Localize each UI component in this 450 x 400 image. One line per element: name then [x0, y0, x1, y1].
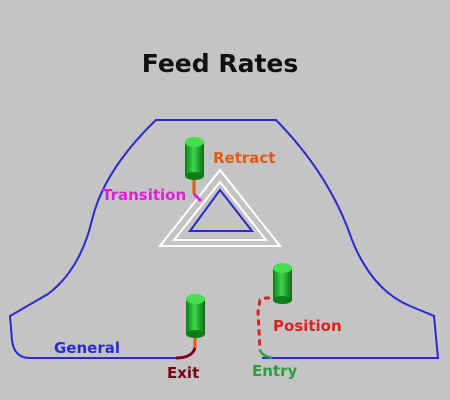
tool-right: [273, 263, 292, 304]
tool-bottom: [186, 294, 205, 338]
toolpath-inner: [171, 180, 269, 241]
exit-label: Exit: [167, 364, 199, 382]
retract-label: Retract: [213, 149, 275, 167]
inner-boundary: [188, 188, 255, 232]
transition-label: Transition: [102, 186, 186, 204]
position-label: Position: [273, 317, 342, 335]
tool-top: [185, 137, 204, 180]
transition-move: [192, 192, 203, 203]
entry-label: Entry: [252, 362, 297, 380]
part-boundary: [8, 119, 440, 359]
diagram-title: Feed Rates: [142, 49, 298, 78]
general-label: General: [54, 339, 120, 357]
position-move: [256, 296, 280, 351]
exit-move: [175, 347, 197, 360]
toolpath-outer: [157, 168, 283, 247]
entry-move: [258, 349, 273, 360]
